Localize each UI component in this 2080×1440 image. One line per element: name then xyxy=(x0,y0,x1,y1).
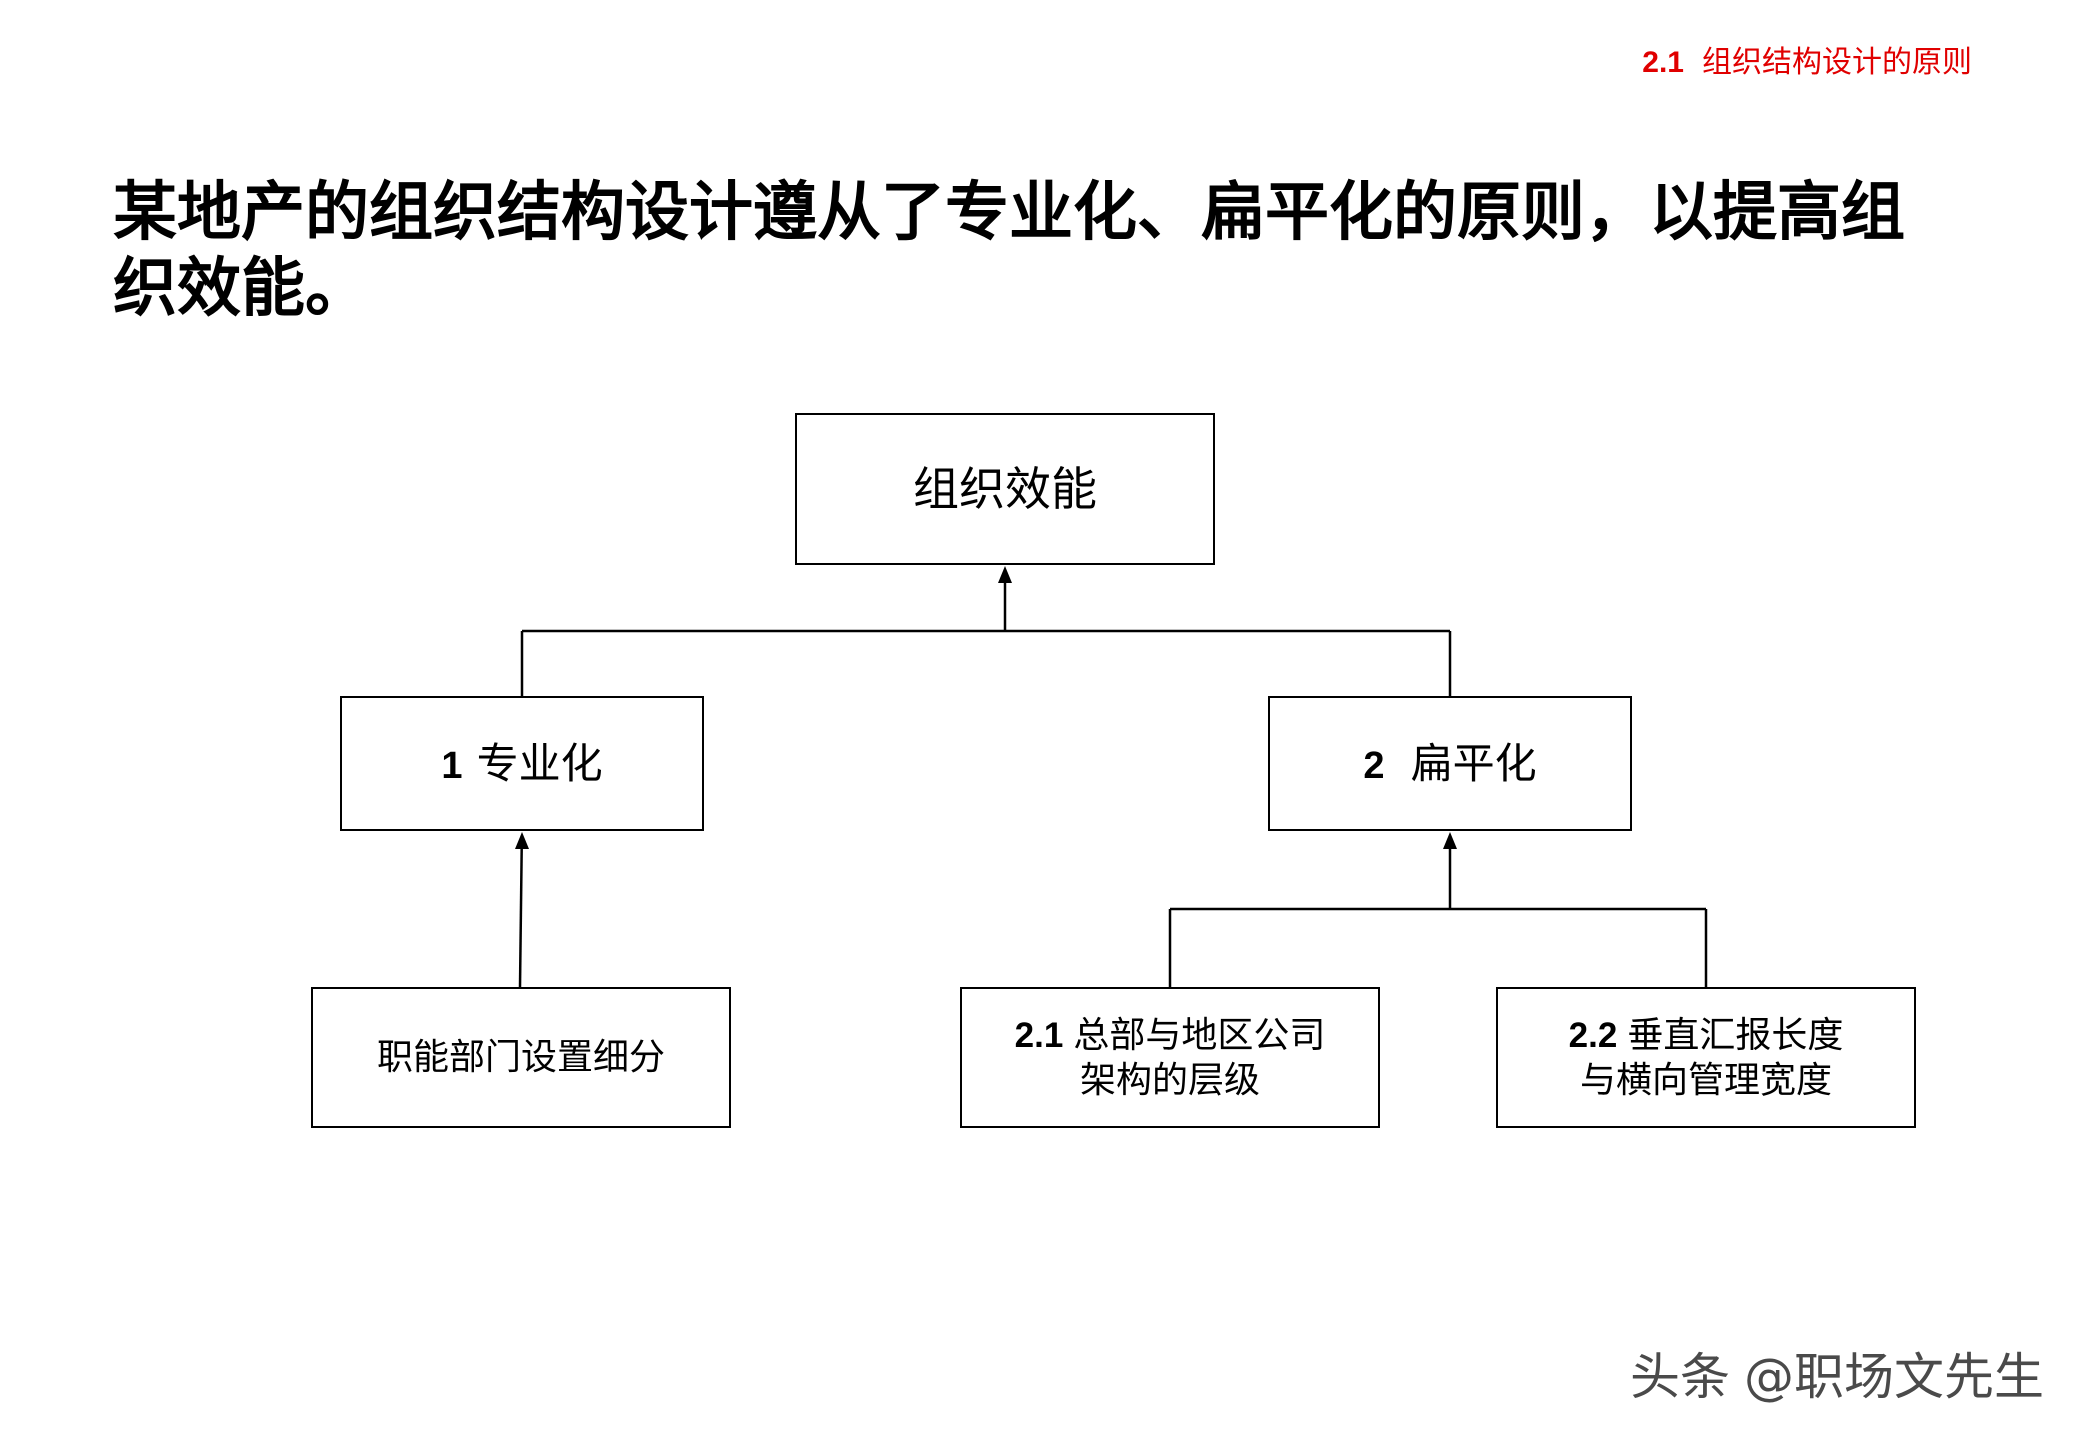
specialization-arrowhead xyxy=(515,832,529,849)
watermark: 头条@职场文先生 xyxy=(1630,1347,2044,1407)
flattening-arrowhead xyxy=(1443,832,1457,849)
hq-region-hierarchy-number: 2.1 xyxy=(1014,1015,1064,1055)
reporting-span-box: 2.2 垂直汇报长度 与横向管理宽度 xyxy=(1496,987,1916,1128)
specialization-heading: 1 专业化 xyxy=(441,738,602,790)
root-arrowhead xyxy=(998,566,1012,583)
reporting-span-text-2: 与横向管理宽度 xyxy=(1579,1059,1832,1101)
slide-title: 某地产的组织结构设计遵从了专业化、扁平化的原则，以提高组织效能。 xyxy=(113,176,1905,326)
functional-departments-box: 职能部门设置细分 xyxy=(311,987,731,1128)
section-header: 2.1 组织结构设计的原则 xyxy=(1642,44,1972,82)
flattening-label: 扁平化 xyxy=(1410,738,1537,788)
specialization-stem-line xyxy=(518,847,523,988)
specialization-label: 专业化 xyxy=(476,738,603,788)
section-title: 组织结构设计的原则 xyxy=(1702,45,1972,80)
flattening-heading: 2 扁平化 xyxy=(1363,738,1536,790)
org-efficiency-box: 组织效能 xyxy=(795,413,1215,565)
hq-region-hierarchy-box: 2.1 总部与地区公司 架构的层级 xyxy=(960,987,1380,1128)
specialization-number: 1 xyxy=(441,744,463,787)
hq-region-hierarchy-text-1: 总部与地区公司 xyxy=(1073,1014,1326,1056)
watermark-account: @职场文先生 xyxy=(1744,1348,2044,1406)
reporting-span-number: 2.2 xyxy=(1568,1015,1618,1055)
flattening-number: 2 xyxy=(1363,744,1385,787)
flattening-box: 2 扁平化 xyxy=(1268,696,1632,831)
section-number: 2.1 xyxy=(1642,46,1684,79)
hq-region-hierarchy-text-2: 架构的层级 xyxy=(1079,1059,1260,1101)
reporting-span-text-1: 垂直汇报长度 xyxy=(1627,1014,1844,1056)
specialization-box: 1 专业化 xyxy=(340,696,704,831)
hq-region-hierarchy-line-1: 2.1 总部与地区公司 xyxy=(1015,1013,1326,1058)
functional-departments-label: 职能部门设置细分 xyxy=(376,1037,665,1078)
org-efficiency-label: 组织效能 xyxy=(913,462,1097,516)
watermark-platform: 头条 xyxy=(1630,1348,1730,1406)
reporting-span-line-1: 2.2 垂直汇报长度 xyxy=(1569,1013,1844,1058)
